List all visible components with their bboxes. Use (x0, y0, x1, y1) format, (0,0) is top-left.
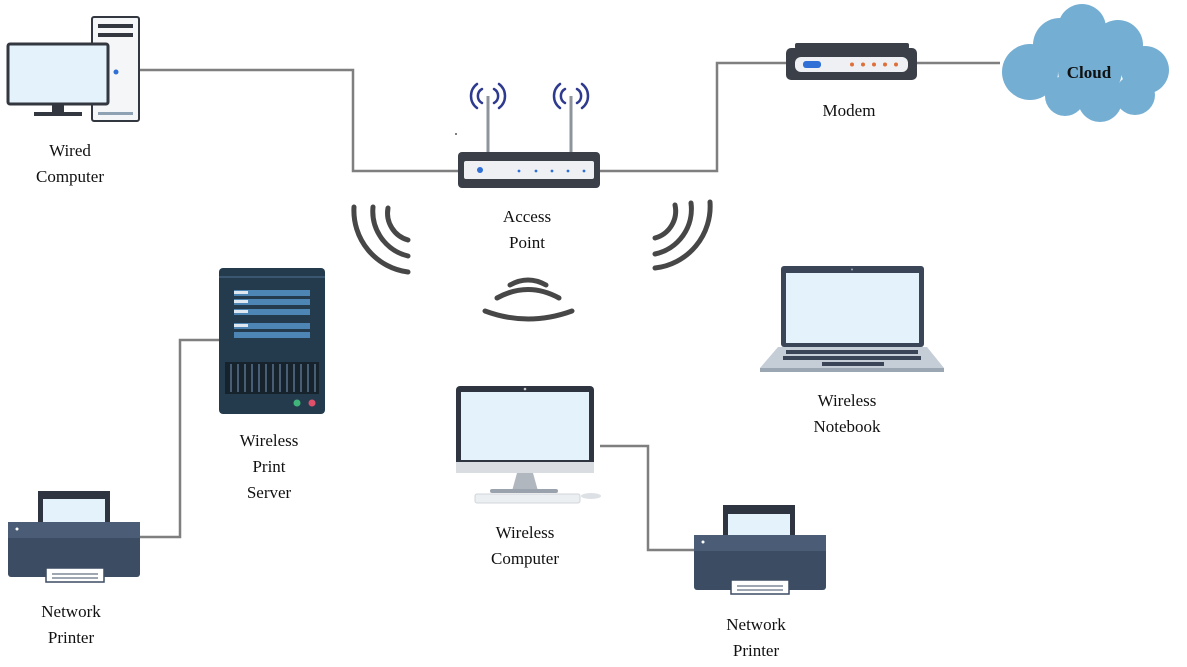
wireless-notebook-label-line-2: Notebook (813, 417, 881, 436)
wireless-notebook-label: Wireless Notebook (767, 388, 927, 440)
network-printer-right-icon (694, 505, 826, 595)
modem-label-line-1: Modem (822, 101, 876, 120)
signal-bottom-icon (482, 277, 575, 322)
cloud-icon: Cloud (1002, 4, 1169, 122)
print-server-label-line-2: Print (252, 457, 286, 476)
network-printer-left-label-line-1: Network (41, 602, 101, 621)
signal-left-icon (351, 204, 411, 275)
cables (140, 61, 1000, 552)
print-server-icon (219, 268, 325, 414)
cloud-label: Cloud (1067, 63, 1112, 82)
wireless-notebook-icon (760, 266, 944, 372)
access-point-label-line-2: Point (509, 233, 545, 252)
print-server-label-line-3: Server (246, 483, 292, 502)
signal-right-icon (652, 199, 713, 271)
print-server-label-line-1: Wireless (239, 431, 299, 450)
wireless-computer-label-line-2: Computer (491, 549, 559, 568)
network-printer-left-label: Network Printer (0, 599, 151, 651)
wired-computer-label-line-2: Computer (36, 167, 104, 186)
access-point-label: Access Point (447, 204, 607, 256)
access-point-label-line-1: Access (502, 207, 552, 226)
wireless-notebook-label-line-1: Wireless (817, 391, 877, 410)
network-printer-right-label-line-2: Printer (732, 641, 780, 660)
cable-wireless-computer-to-printer (600, 444, 695, 552)
network-printer-right-label-line-1: Network (726, 615, 786, 634)
modem-icon (786, 43, 917, 80)
wired-computer-label-line-1: Wired (49, 141, 91, 160)
wired-computer-label: Wired Computer (0, 138, 150, 190)
wireless-computer-label: Wireless Computer (445, 520, 605, 572)
wireless-computer-icon (456, 386, 601, 504)
wired-computer-icon (6, 16, 140, 122)
network-printer-left-icon (8, 491, 140, 583)
cable-print-server-to-printer (140, 338, 220, 539)
wireless-signal-icons (351, 199, 713, 322)
network-printer-left-label-line-2: Printer (47, 628, 95, 647)
network-printer-right-label: Network Printer (676, 612, 836, 664)
print-server-label: Wireless Print Server (189, 428, 349, 506)
cable-access-point-to-modem (600, 61, 786, 173)
modem-label: Modem (769, 98, 929, 124)
access-point-icon (455, 82, 600, 188)
cable-wired-computer-to-access-point (140, 68, 458, 173)
wireless-computer-label-line-1: Wireless (495, 523, 555, 542)
